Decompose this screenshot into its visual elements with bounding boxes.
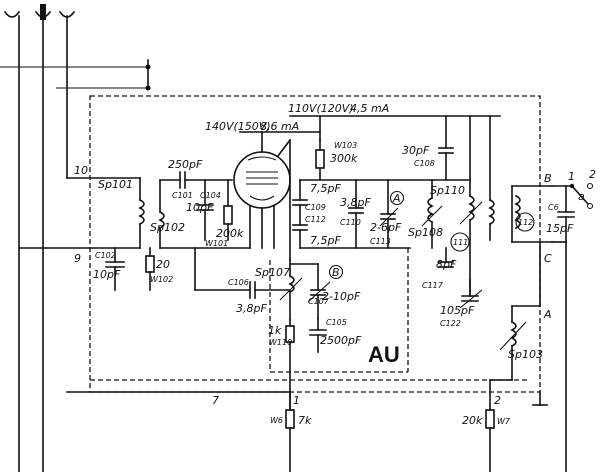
capacitor-c104: C104 10pF xyxy=(186,179,221,241)
c106-label: C106 xyxy=(228,278,249,287)
coil-sp107-label: Sp107 xyxy=(255,266,290,279)
output-terminal-a: a xyxy=(578,190,585,203)
c101-label: C101 xyxy=(172,191,193,200)
c112-label: C112 xyxy=(305,215,326,224)
w102-label: W102 xyxy=(150,275,173,284)
c109-label: C109 xyxy=(305,203,326,212)
c104-value: 10pF xyxy=(186,201,214,214)
c112-value: 7,5pF xyxy=(310,234,341,247)
screen-current: 8,6 mA xyxy=(260,120,299,133)
c104-label: C104 xyxy=(200,191,221,200)
w6-value: 7k xyxy=(298,414,312,427)
c107-label: C107 xyxy=(308,297,330,306)
c106-value: 3,8pF xyxy=(236,302,267,315)
coil-112: 112 xyxy=(511,185,553,243)
capacitor-c101: 250pF C101 xyxy=(159,158,233,200)
w101-label: W101 xyxy=(205,239,228,248)
output-terminal-1: 1 xyxy=(568,170,575,183)
plate-voltage: 110V(120V) xyxy=(288,102,354,115)
w101-value: 200k xyxy=(216,227,244,240)
c6-value: 15pF xyxy=(546,222,574,235)
coil-sp108-label: Sp108 xyxy=(408,226,443,239)
marker-a-label: A xyxy=(392,192,401,205)
resistor-w101: 200k W101 xyxy=(205,179,244,248)
coil-111-label: 111 xyxy=(453,238,468,247)
coil-sp108: Sp108 xyxy=(408,179,443,249)
marker-a: A xyxy=(389,190,405,206)
resistor-w7: 2 20k W7 xyxy=(462,379,511,472)
c117-value: 8pF xyxy=(436,258,457,271)
c6-label: C6 xyxy=(548,203,559,212)
c122-value: 105pF xyxy=(440,304,475,317)
terminal-7: 7 xyxy=(212,394,219,407)
c102-label: C102 xyxy=(95,251,116,260)
capacitor-c113: 2-6pF C113 xyxy=(370,179,402,249)
capacitor-c108: 30pF C108 xyxy=(402,115,454,181)
capacitor-c6: C6 15pF xyxy=(546,185,575,243)
coil-sp103-label: Sp103 xyxy=(508,348,543,361)
right-label-c: C xyxy=(544,252,552,265)
marker-b-label: B xyxy=(332,266,340,279)
module-enclosure xyxy=(89,95,548,406)
c108-value: 30pF xyxy=(402,144,430,157)
c105-value: 2500pF xyxy=(320,334,362,347)
w102-value: 20 xyxy=(156,258,170,271)
c110-label: C110 xyxy=(340,218,361,227)
capacitor-c105: C105 2500pF xyxy=(309,317,362,353)
terminal-2-bottom: 2 xyxy=(494,394,501,407)
output-terminal-2: 2 xyxy=(589,168,596,181)
c107-value: 2-10pF xyxy=(322,290,361,303)
module-label-au: AU xyxy=(368,342,400,367)
c101-value: 250pF xyxy=(168,158,203,171)
c108-label: C108 xyxy=(414,159,435,168)
w110-value: 1k xyxy=(268,324,282,337)
shield-bracket xyxy=(0,59,151,91)
coil-sp102: Sp102 xyxy=(150,179,185,249)
terminal-10: 10 xyxy=(74,164,88,177)
capacitor-c117: 8pF C117 xyxy=(422,247,457,290)
capacitor-c106: C106 3,8pF xyxy=(194,247,291,315)
antenna-input-terminals xyxy=(3,4,76,472)
coil-112-label: 112 xyxy=(518,218,533,227)
c122-label: C122 xyxy=(440,319,461,328)
resistor-w102: 20 W102 xyxy=(145,247,173,291)
w7-value: 20k xyxy=(462,414,483,427)
w103-label: W103 xyxy=(334,141,357,150)
w110-label: W110 xyxy=(269,338,292,347)
screen-voltage: 140V(150V) xyxy=(205,120,271,133)
capacitor-c107: C107 2-10pF xyxy=(307,263,361,319)
c102-value: 10pF xyxy=(93,268,121,281)
capacitor-c102: C102 10pF xyxy=(93,247,125,291)
coil-sp103: Sp103 xyxy=(489,305,543,381)
c113-label: C113 xyxy=(370,237,391,246)
coil-sp107: Sp107 xyxy=(255,259,303,321)
terminal-1-bottom: 1 xyxy=(293,394,300,407)
plate-current: 4,5 mA xyxy=(350,102,389,115)
right-label-a: A xyxy=(543,308,552,321)
resistor-w6: 1 W6 7k xyxy=(270,391,312,472)
capacitor-c110: 3,8pF C110 xyxy=(340,179,371,249)
marker-b: B xyxy=(328,264,344,280)
w7-label: W7 xyxy=(497,417,511,426)
coil-111: 111 xyxy=(450,232,470,252)
resistor-w103: W103 300k xyxy=(315,139,358,181)
c113-value: 2-6pF xyxy=(370,221,402,234)
terminal-9: 9 xyxy=(74,252,81,265)
output-switch: 1 2 a xyxy=(568,168,596,210)
c110-value: 3,8pF xyxy=(340,196,371,209)
w6-label: W6 xyxy=(270,416,283,425)
coil-sp110-label: Sp110 xyxy=(430,184,465,197)
coil-sp101: Sp101 xyxy=(18,177,145,249)
capacitor-c112: C112 7,5pF xyxy=(292,204,341,249)
capacitor-c122: 105pF C122 xyxy=(440,279,483,328)
c117-label: C117 xyxy=(422,281,444,290)
right-label-b: B xyxy=(544,172,552,185)
coil-sp102-label: Sp102 xyxy=(150,221,185,234)
c109-value: 7,5pF xyxy=(310,182,341,195)
w103-value: 300k xyxy=(330,152,358,165)
c105-label: C105 xyxy=(326,318,347,327)
coil-sp101-label: Sp101 xyxy=(98,178,133,191)
